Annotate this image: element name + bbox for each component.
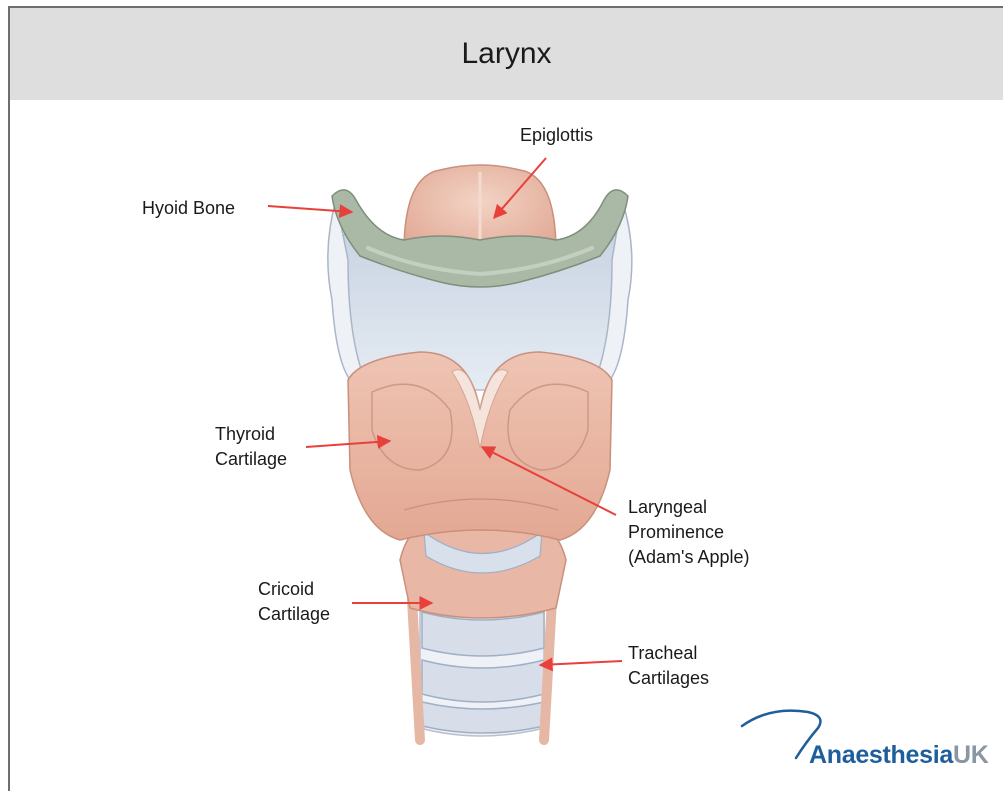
label-thyroid-line2: Cartilage: [215, 447, 287, 472]
label-cricoid-line1: Cricoid: [258, 577, 330, 602]
label-thyroid-cartilage: Thyroid Cartilage: [215, 422, 287, 472]
logo-text-secondary: UK: [953, 741, 989, 769]
label-cricoid-line2: Cartilage: [258, 602, 330, 627]
label-laryngeal-line2: Prominence: [628, 520, 750, 545]
label-cricoid-cartilage: Cricoid Cartilage: [258, 577, 330, 627]
label-tracheal-line1: Tracheal: [628, 641, 709, 666]
label-laryngeal-line1: Laryngeal: [628, 495, 750, 520]
label-thyroid-line1: Thyroid: [215, 422, 287, 447]
label-tracheal-line2: Cartilages: [628, 666, 709, 691]
label-hyoid-bone: Hyoid Bone: [142, 196, 235, 221]
label-tracheal-cartilages: Tracheal Cartilages: [628, 641, 709, 691]
label-epiglottis: Epiglottis: [520, 123, 593, 148]
logo-text-primary: Anaesthesia: [809, 741, 953, 769]
label-laryngeal-line3: (Adam's Apple): [628, 545, 750, 570]
label-laryngeal-prominence: Laryngeal Prominence (Adam's Apple): [628, 495, 750, 570]
logo: AnaesthesiaUK: [809, 741, 989, 770]
tracheal-rings: [412, 600, 552, 740]
